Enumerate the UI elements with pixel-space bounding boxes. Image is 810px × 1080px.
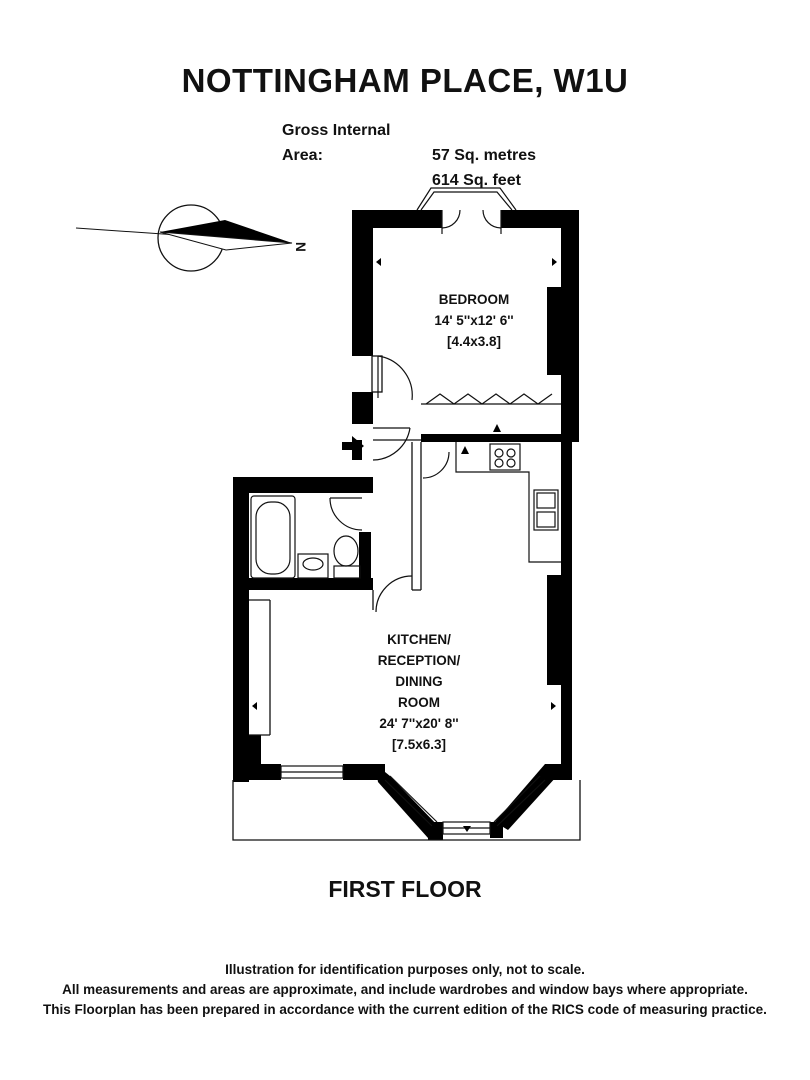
hob-icon xyxy=(489,443,521,471)
bathroom-fixtures xyxy=(250,495,361,579)
compass-needle-icon xyxy=(160,220,292,243)
bathtub-icon xyxy=(250,495,296,579)
sink-icon xyxy=(297,553,329,579)
kitchen-name-line-4: ROOM xyxy=(398,695,440,710)
compass: N xyxy=(75,204,308,272)
doors xyxy=(329,209,561,613)
kitchen-sink-icon xyxy=(533,489,559,531)
page-title: NOTTINGHAM PLACE, W1U xyxy=(181,62,629,99)
kitchen-size-metric: [7.5x6.3] xyxy=(392,737,446,752)
kitchen-size-imperial: 24' 7''x20' 8'' xyxy=(379,716,458,731)
kitchen-name-line-2: RECEPTION/ xyxy=(378,653,461,668)
kitchen-name-line-1: KITCHEN/ xyxy=(387,632,451,647)
disclaimer-line: All measurements and areas are approxima… xyxy=(62,982,748,997)
toilet-icon xyxy=(333,565,361,579)
partitions xyxy=(249,355,422,736)
kitchen-label: KITCHEN/ RECEPTION/ DINING ROOM 24' 7''x… xyxy=(378,632,461,752)
north-label: N xyxy=(293,242,308,252)
bedroom-size-metric: [4.4x3.8] xyxy=(447,334,501,349)
kitchen-name-line-3: DINING xyxy=(395,674,442,689)
kitchen-fixtures xyxy=(455,442,561,563)
entrance-arrow-icon xyxy=(342,436,364,456)
floor-name: FIRST FLOOR xyxy=(328,876,482,902)
bedroom-bay-window xyxy=(416,187,517,211)
bedroom-label: BEDROOM 14' 5''x12' 6'' [4.4x3.8] xyxy=(434,292,513,349)
bedroom-name: BEDROOM xyxy=(439,292,510,307)
gross-internal-area: Gross Internal Area: 57 Sq. metres 614 Sq… xyxy=(282,118,536,193)
disclaimer-line: Illustration for identification purposes… xyxy=(225,962,585,977)
area-feet: 614 Sq. feet xyxy=(432,172,521,189)
disclaimer-line: This Floorplan has been prepared in acco… xyxy=(43,1002,767,1017)
area-label: Gross Internal Area: xyxy=(282,122,391,164)
bedroom-size-imperial: 14' 5''x12' 6'' xyxy=(434,313,513,328)
disclaimer: Illustration for identification purposes… xyxy=(0,960,810,1020)
radiator-markers xyxy=(252,258,557,832)
balcony xyxy=(232,780,581,841)
walls xyxy=(233,210,579,840)
area-metres: 57 Sq. metres xyxy=(432,147,537,164)
windows xyxy=(280,765,546,835)
